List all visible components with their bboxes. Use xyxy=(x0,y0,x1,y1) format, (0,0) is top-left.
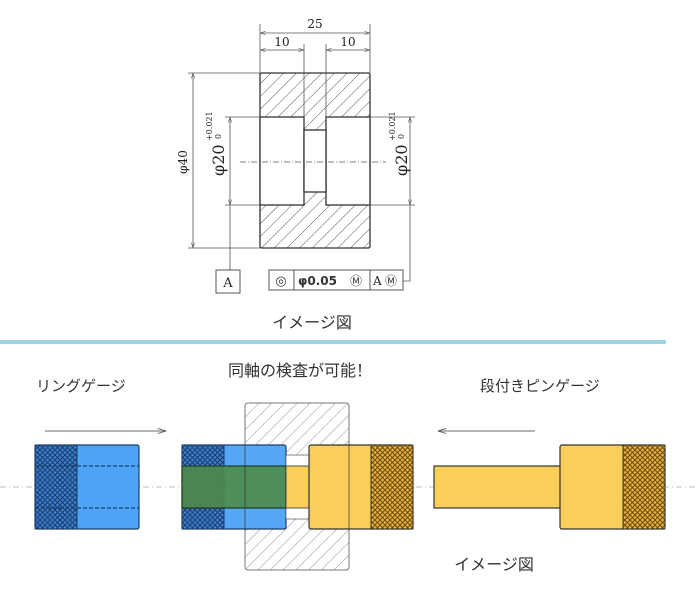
dim-outer-diameter: φ40 xyxy=(176,150,190,174)
gauge-illustration: 同軸の検査が可能！ リングゲージ 段付きピンゲージ xyxy=(0,361,698,574)
datum-box: A xyxy=(215,269,241,294)
dim-left-bore-group: φ20 +0.021 0 xyxy=(205,111,228,176)
drawing-caption: イメージ図 xyxy=(272,313,352,332)
fcf-tolerance: φ0.05 xyxy=(298,274,337,288)
concentricity-symbol-icon: ◎ xyxy=(275,274,286,289)
dim-right-bore-group: φ20 +0.021 0 xyxy=(388,111,411,176)
dim-left-bore-tol-lower: 0 xyxy=(214,134,223,139)
datum-label: A xyxy=(222,276,233,291)
illustration-caption: イメージ図 xyxy=(454,555,534,574)
feature-control-frame: ◎ φ0.05 Ⓜ A Ⓜ xyxy=(268,269,404,291)
dim-left-bore-tol-upper: +0.021 xyxy=(205,111,214,141)
ring-gauge xyxy=(34,444,140,530)
dim-right-bore: φ20 xyxy=(392,144,411,176)
dimension-lines xyxy=(188,24,415,282)
dim-overall-length: 25 xyxy=(307,17,322,31)
stepped-pin-gauge xyxy=(433,444,666,530)
section-divider xyxy=(0,340,666,344)
fcf-modifier: Ⓜ xyxy=(350,274,362,288)
headline: 同軸の検査が可能！ xyxy=(228,361,372,380)
ring-gauge-inserted xyxy=(181,444,287,530)
dim-right-bore-tol-lower: 0 xyxy=(397,134,406,139)
dim-left-bore-depth: 10 xyxy=(274,35,289,49)
fcf-datum: A xyxy=(372,274,382,288)
dim-right-bore-depth: 10 xyxy=(340,35,355,49)
part-section xyxy=(240,72,386,249)
dim-left-bore: φ20 xyxy=(209,144,228,176)
pin-gauge-label: 段付きピンゲージ xyxy=(480,377,600,395)
technical-drawing: 25 10 10 φ40 φ20 +0.021 0 φ20 +0.021 0 A… xyxy=(176,17,415,332)
pin-gauge-inserted xyxy=(285,444,414,530)
fcf-datum-modifier: Ⓜ xyxy=(385,274,397,288)
ring-gauge-label: リングゲージ xyxy=(36,377,126,395)
dim-right-bore-tol-upper: +0.021 xyxy=(388,111,397,141)
